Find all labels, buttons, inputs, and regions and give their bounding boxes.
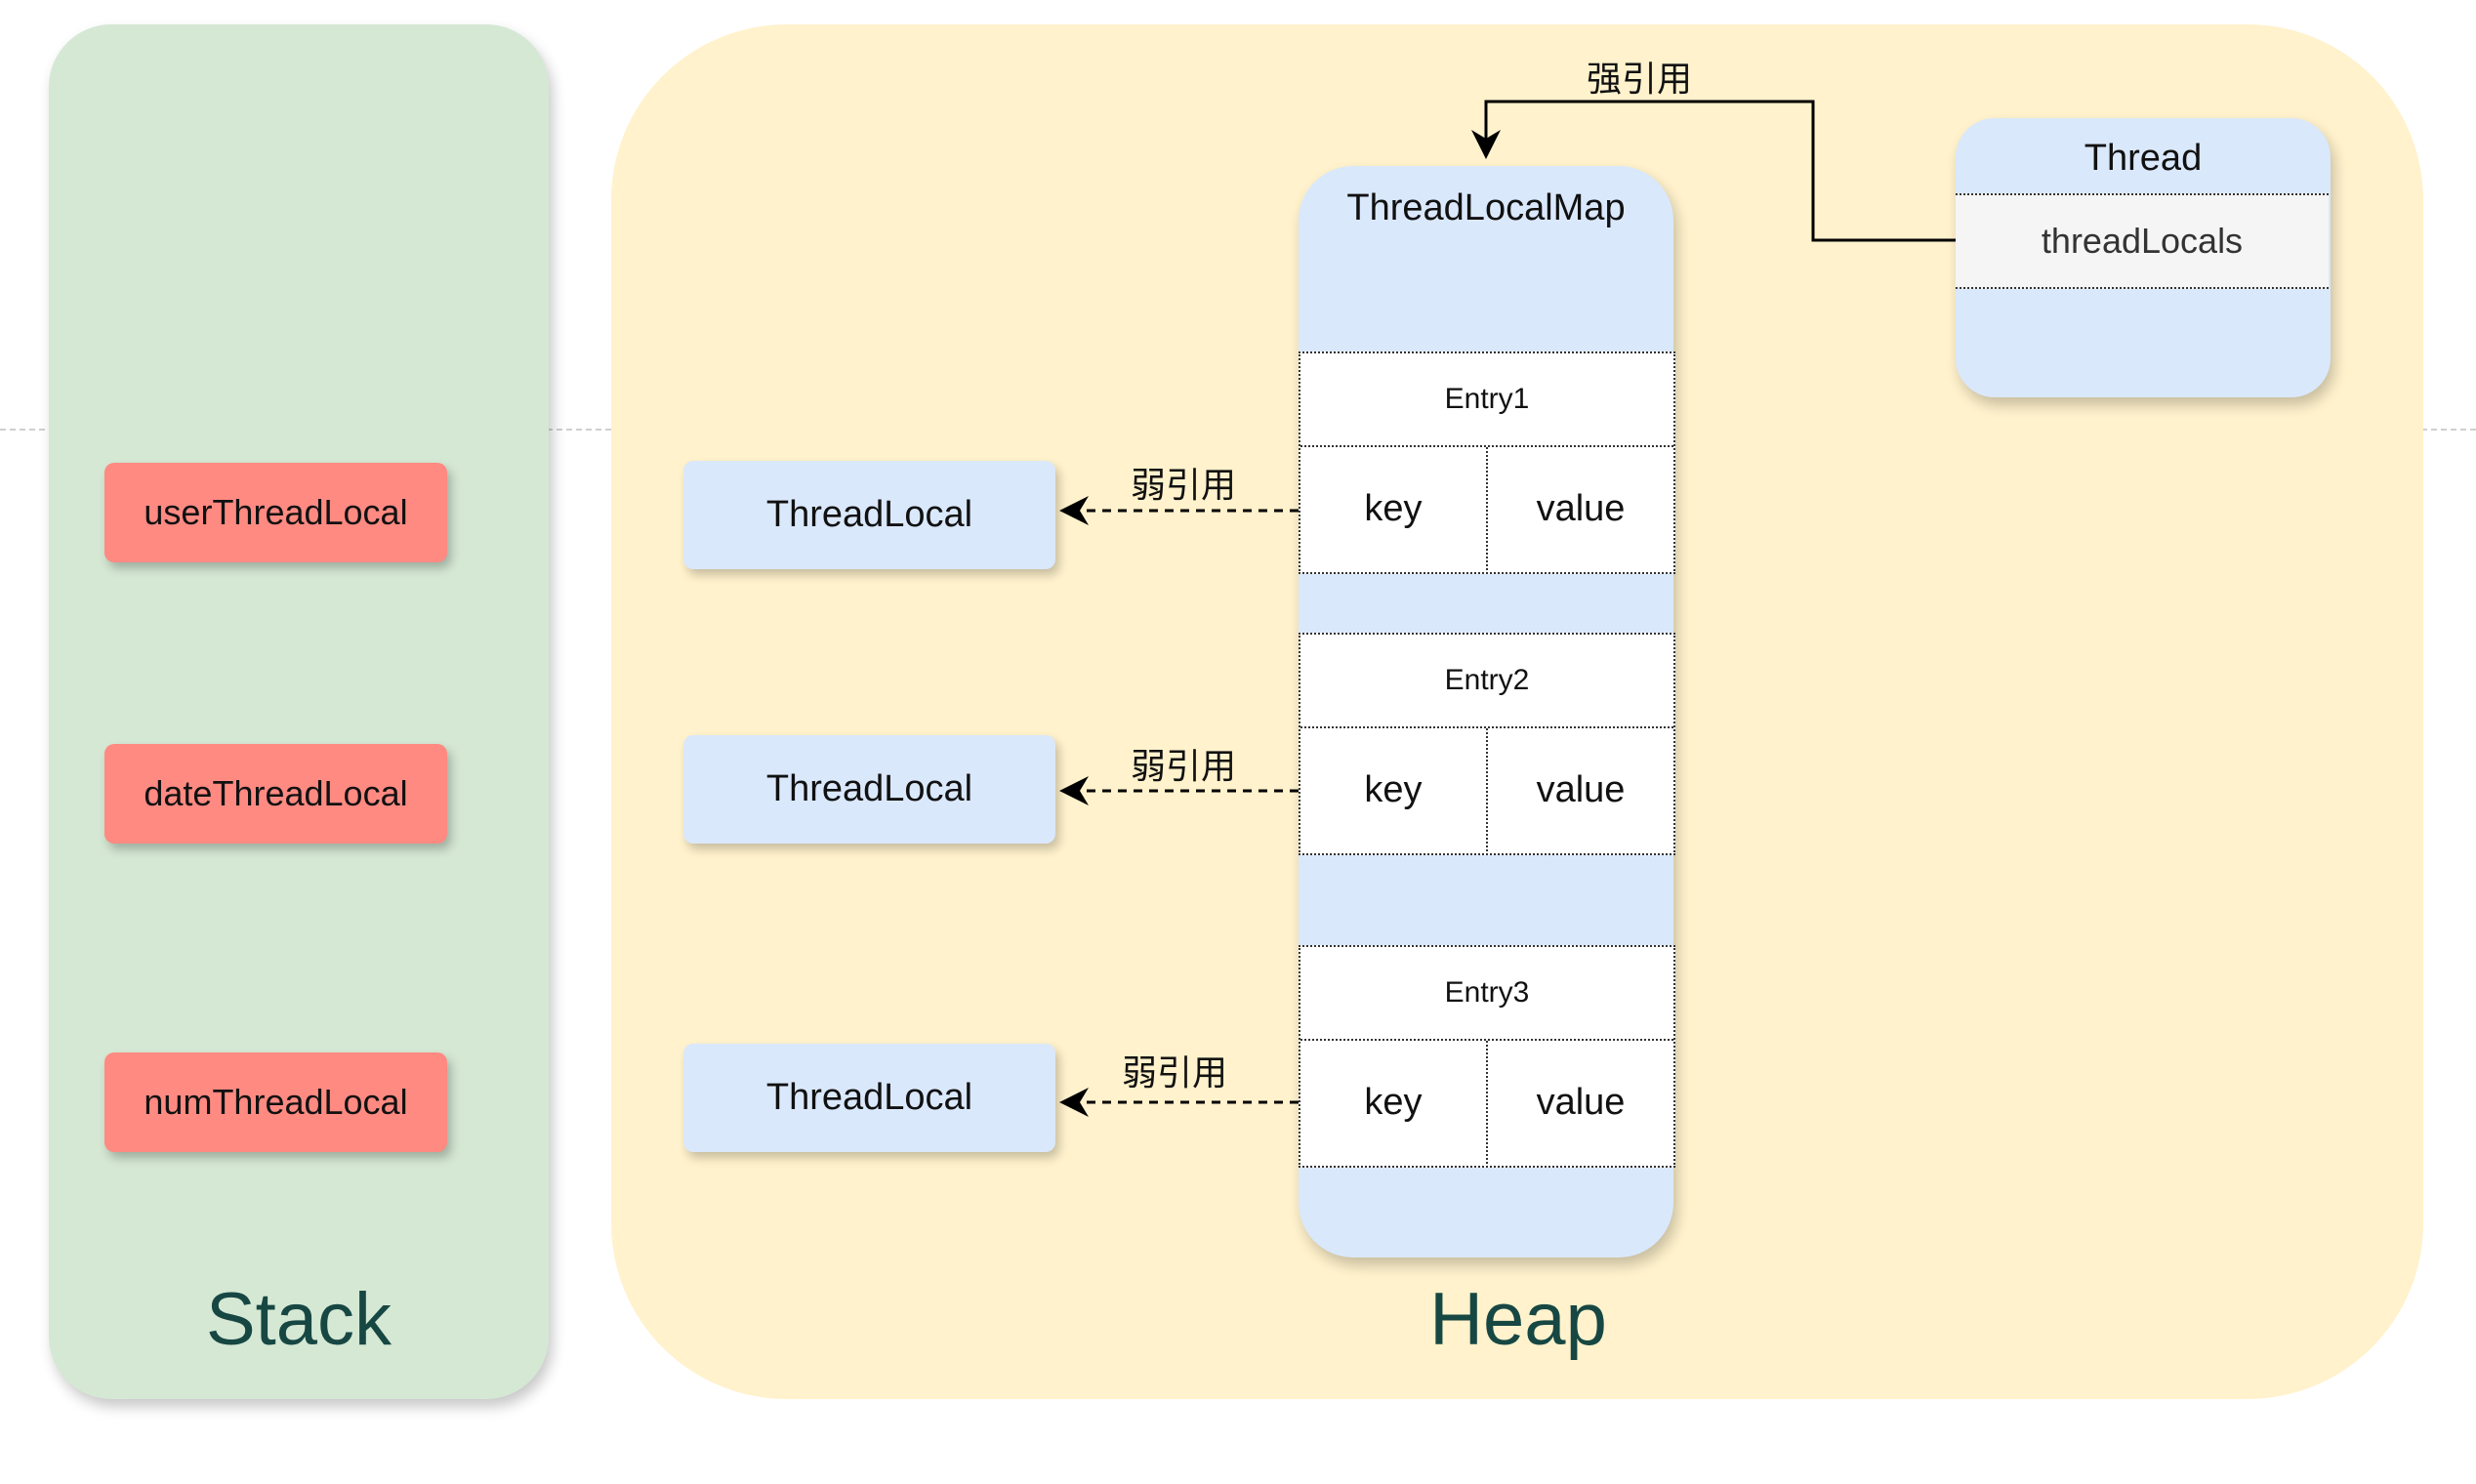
heap-title: Heap [1429,1278,1607,1361]
entry-value[interactable]: value [1536,768,1626,810]
entry-value[interactable]: value [1536,487,1626,529]
weak-reference-label-1: 弱引用 [1131,466,1237,506]
threadlocalmap-container[interactable]: ThreadLocalMap Entry1 key value Entry2 k… [1299,166,1675,1257]
stack-panel [49,24,549,1399]
thread-field-threadlocals[interactable]: threadLocals [1956,193,2329,289]
map-entry-1[interactable]: Entry1 key value [1299,351,1675,574]
entry-value[interactable]: value [1536,1081,1626,1123]
entry-key[interactable]: key [1300,1041,1488,1164]
entry-name: Entry3 [1300,947,1673,1041]
entry-name: Entry1 [1300,353,1673,447]
map-entry-3[interactable]: Entry3 key value [1299,945,1675,1168]
threadlocal-object-2[interactable]: ThreadLocal [683,735,1055,844]
threadlocalmap-title: ThreadLocalMap [1346,187,1626,228]
threadlocal-object-1[interactable]: ThreadLocal [683,461,1055,569]
entry-key[interactable]: key [1300,728,1488,851]
entry-name: Entry2 [1300,635,1673,728]
weak-reference-label-2: 弱引用 [1131,747,1237,787]
thread-object[interactable]: Thread threadLocals [1956,118,2331,397]
strong-reference-arrow [1471,100,1956,242]
stack-title: Stack [205,1278,392,1361]
thread-title: Thread [2084,138,2203,179]
weak-reference-label-3: 弱引用 [1122,1053,1228,1093]
stack-variable-user[interactable]: userThreadLocal [104,463,447,562]
map-entry-2[interactable]: Entry2 key value [1299,633,1675,855]
stack-variable-date[interactable]: dateThreadLocal [104,744,447,844]
threadlocal-object-3[interactable]: ThreadLocal [683,1044,1055,1152]
stack-variable-num[interactable]: numThreadLocal [104,1052,447,1152]
strong-reference-label: 强引用 [1587,60,1693,100]
entry-key[interactable]: key [1300,447,1488,570]
